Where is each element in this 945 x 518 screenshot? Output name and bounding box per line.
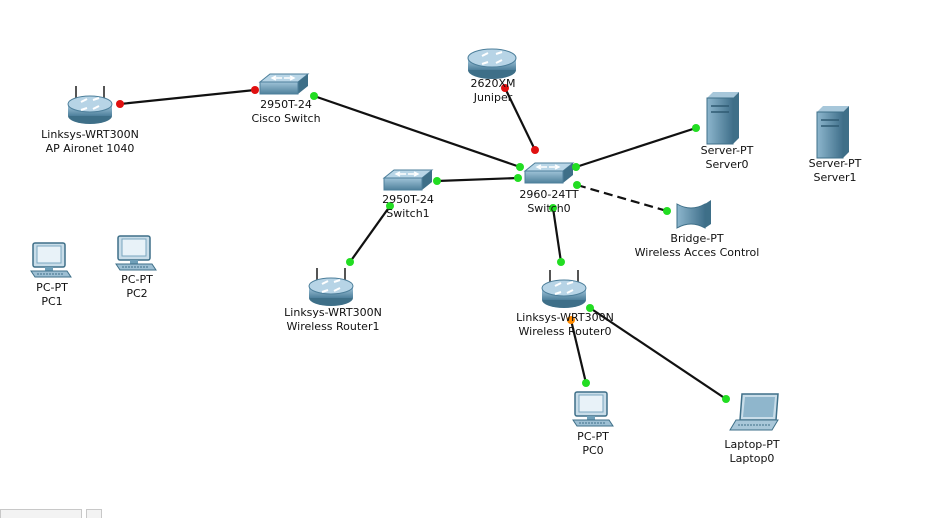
device-label-ap: Linksys-WRT300N AP Aironet 1040 <box>41 128 139 156</box>
pc-icon-pc2[interactable] <box>115 235 157 271</box>
link-switch0-wr0[interactable] <box>551 207 563 263</box>
device-label-cisco-switch: 2950T-24 Cisco Switch <box>251 98 320 126</box>
device-label-pc0: PC-PT PC0 <box>577 430 609 458</box>
port-light <box>692 124 700 132</box>
port-light <box>516 163 524 171</box>
device-label-juniper: 2620XM Juniper <box>470 77 515 105</box>
device-name: PC1 <box>41 295 63 308</box>
device-name: Juniper <box>473 91 513 104</box>
link-juniper-switch0[interactable] <box>504 87 536 151</box>
device-name: PC0 <box>582 444 604 457</box>
device-type: PC-PT <box>121 273 153 286</box>
workspace-tab-button[interactable] <box>86 509 102 518</box>
device-name: Switch0 <box>527 202 571 215</box>
link-switch0-server0[interactable] <box>575 126 697 169</box>
device-type: Server-PT <box>700 144 754 157</box>
device-type: Linksys-WRT300N <box>284 306 382 319</box>
device-label-wr0: Linksys-WRT300N Wireless Router0 <box>516 311 614 339</box>
device-name: Switch1 <box>386 207 430 220</box>
device-label-laptop0: Laptop-PT Laptop0 <box>724 438 779 466</box>
device-name: Server0 <box>705 158 749 171</box>
port-light <box>582 379 590 387</box>
port-light <box>346 258 354 266</box>
links <box>119 87 727 400</box>
device-label-pc2: PC-PT PC2 <box>121 273 153 301</box>
server-icon-server0[interactable] <box>706 91 740 145</box>
port-light <box>549 204 557 212</box>
device-label-bridge: Bridge-PT Wireless Acces Control <box>635 232 760 260</box>
port-light <box>531 146 539 154</box>
link-switch1-switch0[interactable] <box>436 176 519 183</box>
port-light <box>386 202 394 210</box>
device-type: Laptop-PT <box>724 438 780 451</box>
port-light <box>310 92 318 100</box>
device-type: 2960-24TT <box>519 188 579 201</box>
switch-icon-switch0[interactable] <box>524 162 574 184</box>
device-label-server1: Server-PT Server1 <box>809 157 862 185</box>
device-label-server0: Server-PT Server0 <box>701 144 754 172</box>
router-icon-juniper[interactable] <box>467 48 517 80</box>
port-light <box>573 181 581 189</box>
link-switch0-bridge[interactable] <box>576 183 668 213</box>
switch-icon-cisco[interactable] <box>259 73 309 95</box>
port-light <box>586 304 594 312</box>
link-wr0-laptop0[interactable] <box>589 307 727 400</box>
device-type: PC-PT <box>577 430 609 443</box>
port-light <box>663 207 671 215</box>
link-ciscoswitch-switch0[interactable] <box>313 94 521 169</box>
device-name: Wireless Acces Control <box>634 246 760 259</box>
port-light <box>501 84 509 92</box>
port-light <box>567 316 575 324</box>
device-name: Wireless Router1 <box>286 320 380 333</box>
device-type: Linksys-WRT300N <box>516 311 614 324</box>
device-label-wr1: Linksys-WRT300N Wireless Router1 <box>284 306 382 334</box>
port-light <box>433 177 441 185</box>
port-light <box>116 100 124 108</box>
port-lights <box>116 84 730 403</box>
pc-icon-pc1[interactable] <box>30 242 72 278</box>
device-name: Wireless Router0 <box>518 325 612 338</box>
device-name: Laptop0 <box>729 452 775 465</box>
device-type: 2620XM <box>470 77 516 90</box>
port-light <box>722 395 730 403</box>
switch-icon-switch1[interactable] <box>383 169 433 191</box>
device-name: Cisco Switch <box>251 112 321 125</box>
device-label-switch1: 2950T-24 Switch1 <box>382 193 434 221</box>
device-name: AP Aironet 1040 <box>45 142 135 155</box>
router-icon-wr1[interactable] <box>308 267 354 307</box>
device-type: Server-PT <box>808 157 862 170</box>
router-icon-wr0[interactable] <box>541 269 587 309</box>
port-light <box>557 258 565 266</box>
workspace-tab[interactable] <box>0 509 82 518</box>
device-name: PC2 <box>126 287 148 300</box>
device-type: 2950T-24 <box>382 193 434 206</box>
device-type: Linksys-WRT300N <box>41 128 139 141</box>
link-ap-ciscoswitch[interactable] <box>119 88 256 106</box>
device-type: Bridge-PT <box>670 232 724 245</box>
device-name: Server1 <box>813 171 857 184</box>
link-wr0-pc0[interactable] <box>569 319 588 384</box>
device-type: 2950T-24 <box>260 98 312 111</box>
router-icon-ap[interactable] <box>67 85 113 125</box>
device-type: PC-PT <box>36 281 68 294</box>
port-light <box>514 174 522 182</box>
device-label-pc1: PC-PT PC1 <box>36 281 68 309</box>
server-icon-server1[interactable] <box>816 105 850 159</box>
pc-icon-pc0[interactable] <box>572 391 614 427</box>
port-light <box>251 86 259 94</box>
laptop-icon-laptop0[interactable] <box>729 393 779 431</box>
port-light <box>572 163 580 171</box>
link-switch1-wr1[interactable] <box>349 205 391 263</box>
device-label-switch0: 2960-24TT Switch0 <box>519 188 578 216</box>
bridge-icon[interactable] <box>676 199 712 229</box>
